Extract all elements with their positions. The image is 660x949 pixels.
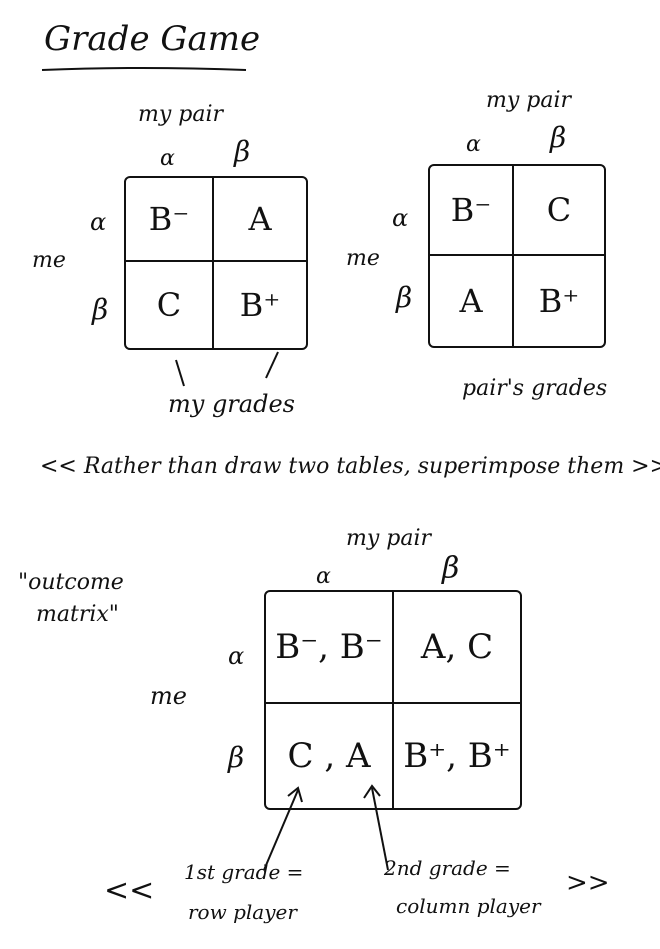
table-mine-col-beta: β [234,135,251,168]
table-mine-row-alpha: α [90,208,107,236]
grid-divider-horizontal [430,254,604,256]
outcome-grid: B⁻, B⁻ A, C C , A B⁺, B⁺ [264,590,522,810]
my-grades-stroke-left [175,359,185,387]
title-underline [41,67,247,71]
table-pair-cell-ab: C [546,191,572,229]
table-pair-column-header: my pair [486,88,572,113]
outcome-col-beta: β [442,551,460,586]
outcome-cell-aa: B⁻, B⁻ [275,627,383,667]
table-mine-cell-ab: A [248,200,272,238]
grid-divider-vertical [392,592,394,808]
outcome-cell-bb: B⁺, B⁺ [403,736,511,776]
table-pair-row-alpha: α [392,204,409,232]
outcome-label-line1: "outcome [18,570,124,595]
table-pair-caption: pair's grades [462,376,608,401]
footnote-left-marker: << [104,873,155,908]
table-pair-row-header: me [346,246,380,271]
table-mine-col-alpha: α [160,146,175,171]
table-mine-row-beta: β [92,293,109,326]
outcome-row-header: me [150,682,187,710]
footnote-right-marker: >> [566,868,610,898]
table-pair-col-alpha: α [466,132,481,157]
table-pair-cell-bb: B⁺ [538,282,580,320]
footnote-first-grade-line2: row player [188,900,297,924]
my-grades-stroke-right [265,351,279,379]
table-mine-cell-aa: B⁻ [148,200,190,238]
outcome-col-alpha: α [316,564,331,589]
footnote-first-grade-line1: 1st grade = [184,860,304,884]
table-mine-cell-ba: C [156,286,182,324]
outcome-cell-ba: C , A [287,736,371,776]
table-mine-column-header: my pair [138,102,224,127]
superimpose-instruction: << Rather than draw two tables, superimp… [40,454,660,479]
outcome-cell-ab: A, C [420,627,494,667]
table-pair-row-beta: β [396,281,413,314]
table-pair-cell-ba: A [459,282,483,320]
outcome-row-beta: β [228,741,245,774]
table-mine-grid: B⁻ A C B⁺ [124,176,308,350]
outcome-column-header: my pair [346,526,432,551]
page-title: Grade Game [44,19,261,59]
table-mine-cell-bb: B⁺ [239,286,281,324]
table-pair-cell-aa: B⁻ [450,191,492,229]
grid-divider-horizontal [126,260,306,262]
grid-divider-vertical [212,178,214,348]
footnote-second-grade-line2: column player [396,894,541,918]
outcome-row-alpha: α [228,642,245,670]
footnote-second-grade-line1: 2nd grade = [384,856,511,880]
table-mine-row-header: me [32,248,66,273]
table-pair-grid: B⁻ C A B⁺ [428,164,606,348]
grid-divider-vertical [512,166,514,346]
table-pair-col-beta: β [550,121,567,154]
outcome-label-line2: matrix" [36,602,119,627]
grid-divider-horizontal [266,702,520,704]
table-mine-caption: my grades [168,390,295,418]
